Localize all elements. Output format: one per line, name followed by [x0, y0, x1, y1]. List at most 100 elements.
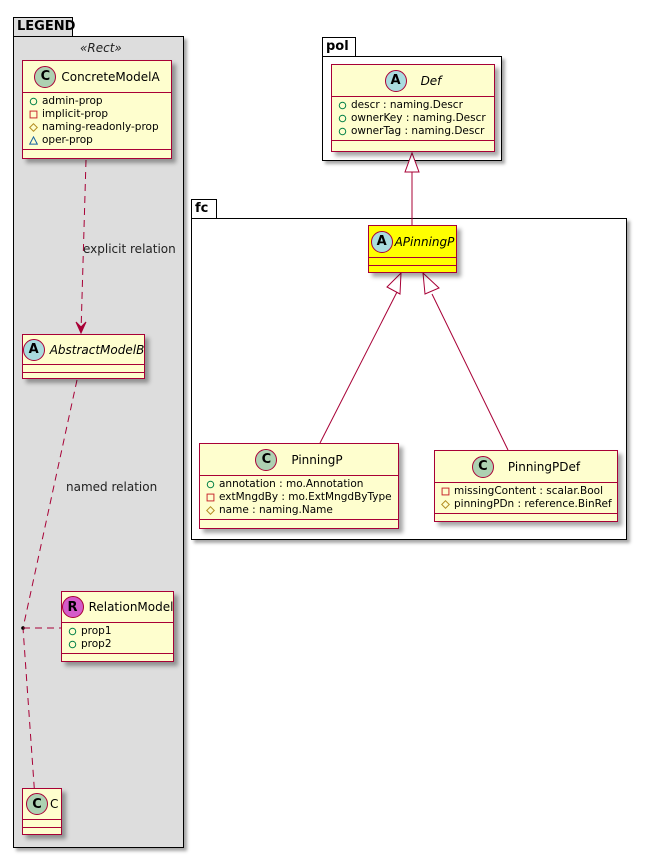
class-name: RelationModel: [88, 600, 174, 614]
pol-package-tab: pol: [322, 37, 356, 57]
attribute-text: annotation : mo.Annotation: [219, 478, 364, 490]
attribute-text: name : naming.Name: [219, 504, 333, 516]
class-name: ConcreteModelA: [61, 69, 160, 84]
attribute-row: prop2: [68, 638, 167, 651]
attribute-row: naming-readonly-prop: [29, 121, 165, 134]
legend-package-name: LEGEND: [17, 19, 76, 34]
class-stereotype-icon: C: [471, 455, 494, 478]
inherit-pinningp-line: [319, 291, 398, 444]
class-name: PinningPDef: [507, 459, 581, 474]
public-visibility-icon: [29, 97, 38, 106]
abstract-class-icon: A: [22, 338, 45, 361]
protected-visibility-icon: [29, 123, 38, 132]
attribute-row: extMngdBy : mo.ExtMngdByType: [206, 491, 392, 504]
attribute-list: [23, 820, 61, 828]
class-c[interactable]: C C: [22, 788, 62, 835]
private-visibility-icon: [206, 493, 215, 502]
class-stereotype-icon: C: [26, 793, 48, 815]
legend-package: [13, 36, 184, 848]
attribute-text: naming-readonly-prop: [42, 121, 159, 133]
public-visibility-icon: [338, 101, 347, 110]
explicit-relation-label: explicit relation: [83, 242, 176, 256]
package-visibility-icon: [29, 136, 38, 145]
attribute-text: prop2: [81, 638, 112, 650]
class-name: AbstractModelB: [49, 342, 145, 357]
fc-package-name: fc: [195, 201, 209, 216]
attribute-text: admin-prop: [42, 95, 103, 107]
abstract-class-icon: A: [384, 69, 407, 92]
explicit-relation-line: [80, 159, 87, 333]
legend-stereotype: «Rect»: [80, 41, 122, 55]
legend-package-tab: LEGEND: [13, 17, 76, 37]
attribute-text: oper-prop: [42, 134, 93, 146]
class-name: C: [50, 797, 59, 811]
inherit-pinningpdef-arrow: [422, 271, 440, 295]
attribute-row: implicit-prop: [29, 108, 165, 121]
attribute-text: implicit-prop: [42, 108, 109, 120]
inherit-pinningp-arrow: [386, 271, 402, 295]
class-a-pinning-p[interactable]: A APinningP: [368, 225, 457, 273]
class-name: Def: [420, 73, 442, 88]
private-visibility-icon: [441, 487, 450, 496]
attribute-row: descr : naming.Descr: [338, 99, 488, 112]
class-name: APinningP: [394, 234, 455, 249]
public-visibility-icon: [68, 640, 77, 649]
protected-visibility-icon: [441, 500, 450, 509]
method-list: [435, 514, 617, 523]
attribute-row: missingContent : scalar.Bool: [441, 485, 611, 498]
attribute-text: extMngdBy : mo.ExtMngdByType: [219, 491, 392, 503]
attribute-row: name : naming.Name: [206, 504, 392, 517]
attribute-row: pinningPDn : reference.BinRef: [441, 498, 612, 511]
method-list: [23, 373, 144, 380]
private-visibility-icon: [29, 110, 38, 119]
public-visibility-icon: [338, 114, 347, 123]
class-stereotype-icon: C: [34, 65, 57, 88]
method-list: [23, 828, 61, 835]
attribute-row: annotation : mo.Annotation: [206, 478, 392, 491]
method-list: [23, 150, 171, 159]
public-visibility-icon: [68, 627, 77, 636]
fc-package-tab: fc: [191, 199, 217, 219]
attribute-row: oper-prop: [29, 134, 165, 147]
method-list: [200, 520, 398, 529]
attribute-text: descr : naming.Descr: [351, 99, 463, 111]
attribute-text: prop1: [81, 625, 112, 637]
attribute-list: [23, 365, 144, 373]
attribute-text: ownerKey : naming.Descr: [351, 112, 486, 124]
attribute-row: prop1: [68, 625, 167, 638]
method-list: [369, 266, 456, 273]
pol-package-name: pol: [326, 39, 349, 54]
class-pinning-p-def[interactable]: C PinningPDef missingContent : scalar.Bo…: [434, 450, 618, 522]
attribute-row: admin-prop: [29, 95, 165, 108]
protected-visibility-icon: [206, 506, 215, 515]
method-list: [332, 141, 494, 150]
attribute-text: missingContent : scalar.Bool: [454, 485, 603, 497]
inherit-def-arrow: [404, 151, 420, 173]
attribute-row: ownerKey : naming.Descr: [338, 112, 488, 125]
class-abstract-model-b[interactable]: A AbstractModelB: [22, 334, 145, 379]
explicit-relation-arrowhead: [75, 321, 87, 335]
named-relation-label: named relation: [66, 480, 158, 494]
public-visibility-icon: [338, 127, 347, 136]
relation-class-icon: R: [61, 596, 84, 618]
abstract-class-icon: A: [370, 230, 393, 253]
attribute-text: ownerTag : naming.Descr: [351, 125, 485, 137]
attribute-row: ownerTag : naming.Descr: [338, 125, 488, 138]
class-name: PinningP: [291, 452, 343, 467]
method-list: [62, 654, 173, 663]
public-visibility-icon: [206, 480, 215, 489]
class-stereotype-icon: C: [255, 448, 278, 471]
inherit-pinningpdef-line: [431, 293, 509, 451]
attribute-list: [369, 258, 456, 266]
attribute-text: pinningPDn : reference.BinRef: [454, 498, 612, 510]
